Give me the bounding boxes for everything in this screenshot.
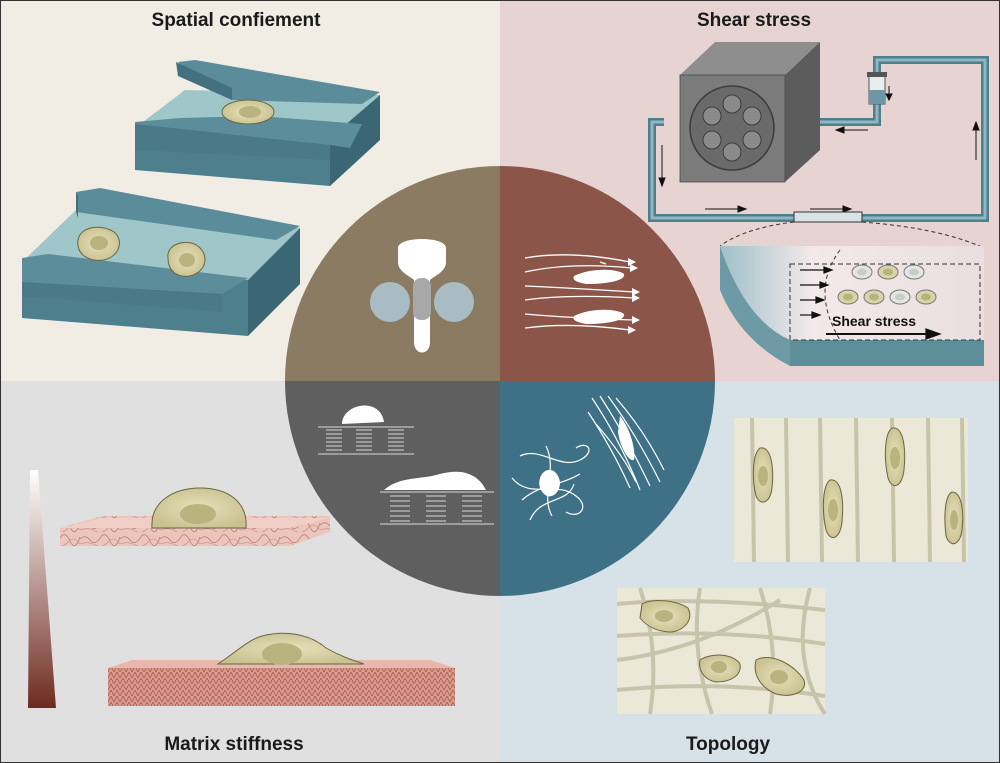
flow-chamber <box>793 211 863 223</box>
confinement-device-narrowing <box>135 60 380 186</box>
central-wheel <box>285 166 715 596</box>
stiff-substrate <box>108 632 455 706</box>
shear-stress-system: Shear stress <box>648 42 989 366</box>
title-topology: Topology <box>686 734 771 755</box>
random-fiber-panel <box>616 587 827 716</box>
title-spatial-confinement: Spatial confiement <box>152 10 322 31</box>
soft-substrate <box>60 487 330 546</box>
title-shear-stress: Shear stress <box>697 10 811 31</box>
wheel-topology-cells <box>539 416 635 497</box>
inset-cells <box>837 264 937 305</box>
flow-arrows <box>658 86 980 213</box>
title-matrix-stiffness: Matrix stiffness <box>164 734 303 755</box>
wheel-shear-cells <box>573 258 640 334</box>
reservoir-vial <box>867 72 887 105</box>
wheel-stiffness-icon <box>318 405 494 525</box>
stiffness-gradient-triangle <box>28 470 56 708</box>
wheel-confinement-icon <box>370 239 474 353</box>
aligned-fiber-panel <box>734 417 968 563</box>
confinement-device-wide <box>22 188 300 336</box>
pump-box <box>679 42 820 183</box>
wheel-shear-icon <box>524 254 635 331</box>
inset-flow-arrows <box>800 266 942 340</box>
shear-stress-inset-label: Shear stress <box>832 313 916 329</box>
